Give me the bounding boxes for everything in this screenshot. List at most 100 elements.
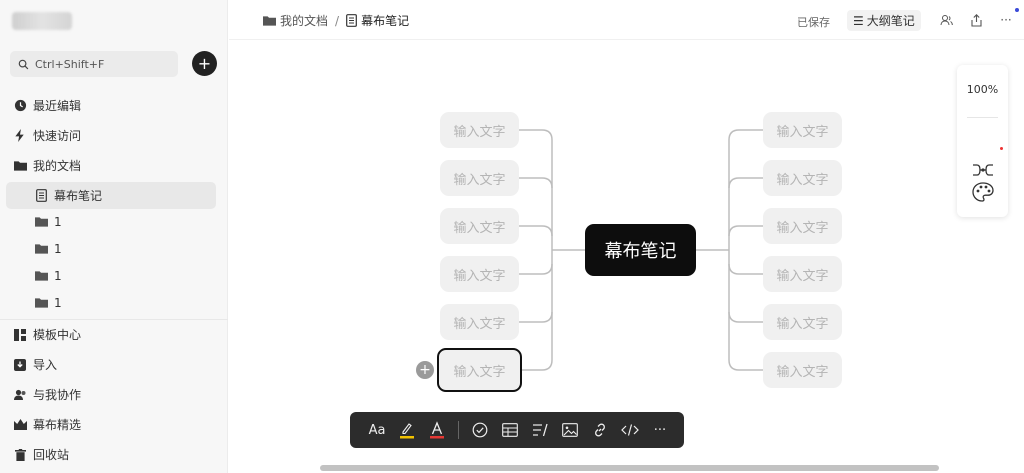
sidebar: Ctrl+Shift+F + 最近编辑 快速访问 我的文档 幕布笔记 1 1 1… bbox=[0, 0, 228, 473]
doc-item-mubu-note[interactable]: 幕布笔记 bbox=[6, 182, 216, 209]
folder-icon bbox=[263, 16, 276, 26]
nav-label: 幕布精选 bbox=[33, 418, 82, 432]
nav-my-docs[interactable]: 我的文档 bbox=[6, 152, 216, 179]
font-color-icon bbox=[430, 421, 444, 439]
document-icon bbox=[34, 189, 48, 203]
update-dot bbox=[1000, 147, 1003, 150]
more-menu-button[interactable]: ··· bbox=[1000, 13, 1012, 27]
share-collaborators-icon[interactable] bbox=[937, 11, 955, 29]
mindmap-node-left[interactable]: 输入文字 bbox=[440, 256, 519, 292]
mindmap-node-right[interactable]: 输入文字 bbox=[763, 352, 842, 388]
table-icon bbox=[502, 423, 518, 437]
nav-label: 快速访问 bbox=[33, 129, 82, 143]
toolbar-divider bbox=[458, 421, 459, 439]
zoom-level[interactable]: 100% bbox=[966, 83, 999, 96]
search-input[interactable]: Ctrl+Shift+F bbox=[10, 51, 178, 77]
horizontal-scrollbar[interactable] bbox=[320, 465, 939, 471]
mindmap-canvas[interactable]: 输入文字 输入文字 输入文字 输入文字 输入文字 输入文字 + 幕布笔记 输入文… bbox=[229, 41, 1024, 473]
task-checkbox-button[interactable] bbox=[465, 416, 495, 444]
doc-label: 1 bbox=[54, 241, 62, 256]
outline-view-label: 大纲笔记 bbox=[866, 14, 915, 28]
link-icon bbox=[595, 423, 605, 437]
nav-trash[interactable]: 回收站 bbox=[6, 441, 216, 468]
breadcrumb-separator: / bbox=[335, 13, 340, 28]
folder-icon bbox=[13, 159, 27, 173]
mindmap-root-node[interactable]: 幕布笔记 bbox=[585, 224, 696, 276]
nav-label: 与我协作 bbox=[33, 388, 82, 402]
nav-templates[interactable]: 模板中心 bbox=[6, 321, 216, 348]
mindmap-node-right[interactable]: 输入文字 bbox=[763, 160, 842, 196]
nav-label: 最近编辑 bbox=[33, 99, 82, 113]
nav-label: 导入 bbox=[33, 358, 58, 372]
folder-icon bbox=[34, 215, 48, 229]
highlighter-icon bbox=[400, 423, 414, 439]
export-icon[interactable] bbox=[967, 11, 985, 29]
nav-label: 模板中心 bbox=[33, 328, 82, 342]
save-status: 已保存 bbox=[797, 16, 830, 29]
highlight-button[interactable] bbox=[392, 416, 422, 444]
check-circle-icon bbox=[472, 422, 488, 438]
doc-label: 幕布笔记 bbox=[54, 189, 103, 203]
mindmap-node-right[interactable]: 输入文字 bbox=[763, 256, 842, 292]
mindmap-node-left[interactable]: 输入文字 bbox=[440, 208, 519, 244]
nav-recent[interactable]: 最近编辑 bbox=[6, 92, 216, 119]
crown-icon bbox=[13, 418, 27, 432]
link-button[interactable] bbox=[585, 416, 615, 444]
image-button[interactable] bbox=[555, 416, 585, 444]
mindmap-connectors bbox=[519, 129, 763, 371]
panel-divider bbox=[967, 117, 998, 118]
nav-quick-access[interactable]: 快速访问 bbox=[6, 122, 216, 149]
doc-folder-1[interactable]: 1 bbox=[6, 208, 216, 235]
text-format-icon bbox=[532, 423, 548, 437]
add-node-button[interactable]: + bbox=[416, 361, 434, 379]
doc-folder-2[interactable]: 1 bbox=[6, 235, 216, 262]
nav-import[interactable]: 导入 bbox=[6, 351, 216, 378]
outline-view-button[interactable]: ☰ 大纲笔记 bbox=[847, 10, 921, 31]
layout-structure-icon[interactable] bbox=[970, 159, 995, 181]
doc-label: 1 bbox=[54, 295, 62, 310]
breadcrumb-current: 幕布笔记 bbox=[361, 14, 410, 28]
folder-icon bbox=[34, 296, 48, 310]
template-icon bbox=[13, 328, 27, 342]
mindmap-node-right[interactable]: 输入文字 bbox=[763, 208, 842, 244]
collaborate-icon bbox=[13, 388, 27, 402]
nav-featured[interactable]: 幕布精选 bbox=[6, 411, 216, 438]
mindmap-node-left[interactable]: 输入文字 bbox=[440, 112, 519, 148]
font-color-button[interactable] bbox=[422, 416, 452, 444]
folder-icon bbox=[34, 242, 48, 256]
clock-icon bbox=[13, 99, 27, 113]
table-button[interactable] bbox=[495, 416, 525, 444]
doc-label: 1 bbox=[54, 268, 62, 283]
breadcrumb-parent[interactable]: 我的文档 bbox=[280, 14, 329, 28]
doc-label: 1 bbox=[54, 214, 62, 229]
image-icon bbox=[562, 423, 578, 437]
folder-icon bbox=[34, 269, 48, 283]
search-icon bbox=[18, 59, 29, 69]
text-style-button[interactable]: Aa bbox=[368, 422, 386, 438]
toolbar-more-button[interactable]: ··· bbox=[653, 422, 667, 438]
nav-collaborate[interactable]: 与我协作 bbox=[6, 381, 216, 408]
doc-folder-4[interactable]: 1 bbox=[6, 289, 216, 316]
code-button[interactable] bbox=[615, 416, 645, 444]
mindmap-node-right[interactable]: 输入文字 bbox=[763, 112, 842, 148]
node-format-toolbar: Aa ··· bbox=[350, 412, 684, 448]
text-format-button[interactable] bbox=[525, 416, 555, 444]
doc-folder-3[interactable]: 1 bbox=[6, 262, 216, 289]
list-icon: ☰ bbox=[853, 13, 864, 28]
mindmap-node-right[interactable]: 输入文字 bbox=[763, 304, 842, 340]
bolt-icon bbox=[13, 129, 27, 143]
mindmap-node-left[interactable]: 输入文字 bbox=[440, 304, 519, 340]
mindmap-node-left-selected[interactable]: 输入文字 bbox=[437, 348, 522, 392]
search-placeholder: Ctrl+Shift+F bbox=[35, 57, 105, 71]
sidebar-divider bbox=[0, 319, 228, 320]
view-panel: 100% bbox=[957, 65, 1008, 217]
notification-dot bbox=[1015, 8, 1019, 12]
mindmap-node-left[interactable]: 输入文字 bbox=[440, 160, 519, 196]
palette-icon[interactable] bbox=[970, 181, 995, 203]
top-bar: 我的文档 / 幕布笔记 已保存 ☰ 大纲笔记 ··· bbox=[229, 0, 1024, 40]
user-avatar-name[interactable] bbox=[12, 12, 72, 30]
document-icon bbox=[346, 14, 357, 27]
breadcrumb: 我的文档 / 幕布笔记 bbox=[263, 12, 409, 29]
new-document-button[interactable]: + bbox=[192, 51, 217, 76]
code-icon bbox=[621, 424, 639, 436]
